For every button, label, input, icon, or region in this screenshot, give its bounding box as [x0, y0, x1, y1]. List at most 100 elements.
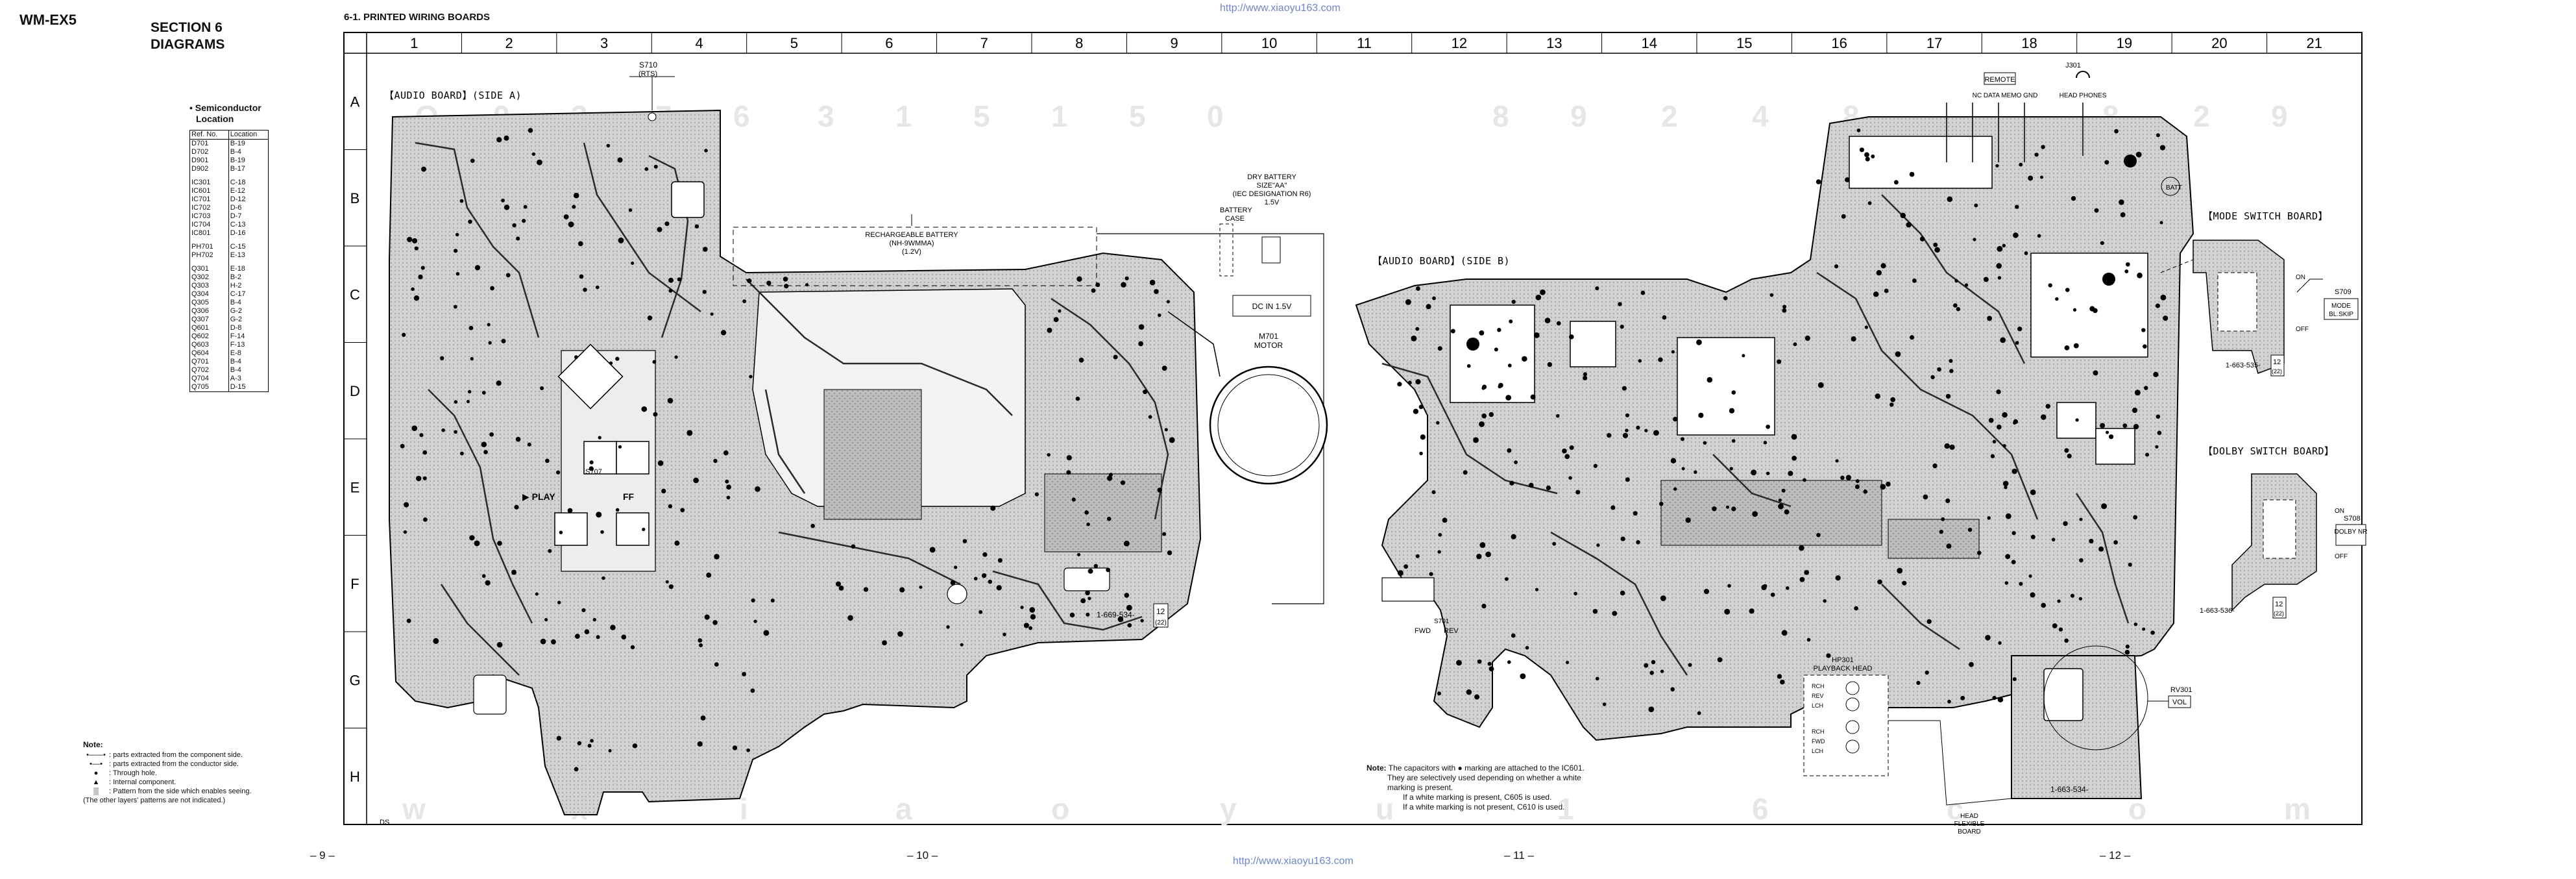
svg-text:5: 5: [973, 99, 990, 133]
dolby-switch-board: 【DOLBY SWITCH BOARD】 ON S708 DOLBY NR OF…: [2200, 445, 2367, 619]
note-item: ●: Through hole.: [83, 769, 252, 778]
board-ref-12-left: 12: [1156, 607, 1165, 616]
note-item: ▒: Pattern from the side which enables s…: [83, 787, 251, 796]
diagram-subtitle: 6-1. PRINTED WIRING BOARDS: [344, 12, 491, 23]
m701-label: M701: [1259, 332, 1278, 341]
dry-battery-size: SIZE"AA": [1257, 182, 1287, 190]
page-number-9: – 9 –: [310, 849, 335, 861]
s710-label: S710: [639, 60, 657, 69]
mode-ref-22: (22): [2272, 368, 2282, 375]
svg-text:0: 0: [1207, 99, 1224, 133]
pcb-mark: DS: [380, 819, 389, 826]
grid-column-label: 9: [1171, 35, 1178, 51]
vol-label: VOL: [2172, 699, 2187, 706]
svg-text:a: a: [895, 792, 912, 826]
capacitor-note: Note: The capacitors with ● marking are …: [1367, 763, 1613, 812]
battery-area: RECHARGEABLE BATTERY (NH-9WMMA) (1.2V) D…: [733, 173, 1324, 604]
grid-column-label: 18: [2021, 35, 2037, 51]
head-rev: REV: [1812, 693, 1824, 699]
hp301-label: HP301: [1832, 656, 1854, 664]
battery-case-label2: CASE: [1225, 215, 1245, 223]
ref-no: D902: [189, 165, 229, 173]
svg-text:w: w: [402, 792, 426, 826]
dry-battery-iec: (IEC DESIGNATION R6): [1233, 190, 1311, 198]
ref-no: IC801: [189, 229, 229, 238]
battery-case-label: BATTERY: [1220, 206, 1252, 214]
svg-text:6: 6: [1752, 792, 1769, 826]
rechargeable-label: RECHARGEABLE BATTERY: [865, 231, 958, 239]
ref-no: Q602: [189, 332, 229, 341]
playback-head-label: PLAYBACK HEAD: [1814, 665, 1873, 673]
grid-row-label: E: [350, 479, 360, 495]
rechargeable-voltage: (1.2V): [902, 248, 921, 256]
ref-no: Q307: [189, 316, 229, 324]
board-code-dolby: 1-663-536-: [2200, 607, 2235, 615]
ref-no: Q303: [189, 282, 229, 290]
head-flex-label3: BOARD: [1958, 828, 1981, 836]
page-number-11: – 11 –: [1504, 849, 1535, 861]
head-lch-fwd: LCH: [1812, 748, 1823, 754]
svg-text:6: 6: [733, 99, 750, 133]
svg-text:u: u: [1376, 792, 1394, 826]
url-bottom[interactable]: http://www.xiaoyu163.com: [1233, 856, 1354, 867]
grid-column-label: 7: [980, 35, 988, 51]
head-flex-label: HEAD: [1960, 813, 1978, 820]
fwd-label: FWD: [1415, 627, 1431, 635]
grid-row-label: A: [350, 93, 360, 110]
page-number-10: – 10 –: [907, 849, 938, 861]
svg-text:y: y: [1220, 792, 1237, 826]
location: B-19: [230, 156, 245, 164]
mode-label: MODE: [2331, 303, 2351, 310]
ref-no: Q601: [189, 324, 229, 332]
page-number-12: – 12 –: [2100, 849, 2131, 861]
grid-column-label: 17: [1926, 35, 1942, 51]
location: A-3: [230, 375, 241, 382]
location: D-6: [230, 204, 242, 212]
head-rch-fwd: RCH: [1812, 728, 1825, 735]
note-item: •——•: parts extracted from the component…: [83, 750, 252, 760]
audio-board-side-a: S707 ▶ PLAY FF DS 1-669-534- 12 (22): [380, 109, 1202, 826]
col-location: Location: [228, 130, 269, 140]
grid-column-label: 8: [1075, 35, 1083, 51]
svg-text:1: 1: [895, 99, 912, 133]
location: B-4: [230, 299, 241, 306]
audio-board-side-b: 1-663-534-: [1355, 116, 2194, 799]
location: G-2: [230, 316, 243, 323]
location: C-18: [230, 179, 246, 186]
note-symbol: ▲: [92, 778, 100, 786]
grid-column-label: 20: [2211, 35, 2227, 51]
svg-text:2: 2: [2193, 99, 2210, 133]
ref-no: Q604: [189, 349, 229, 358]
s707-label: S707: [585, 468, 602, 476]
head-lch-rev: LCH: [1812, 702, 1823, 709]
svg-text:8: 8: [1492, 99, 1509, 133]
ref-no: PH702: [189, 251, 229, 260]
section-name: DIAGRAMS: [151, 37, 225, 52]
url-top[interactable]: http://www.xiaoyu163.com: [1220, 3, 1341, 14]
cap-note-line5: If a white marking is not present, C610 …: [1403, 802, 1565, 811]
grid-column-label: 19: [2117, 35, 2132, 51]
notes-list: •——•: parts extracted from the component…: [83, 750, 252, 805]
remote-label: REMOTE: [1984, 76, 2015, 84]
svg-text:1: 1: [1557, 792, 1574, 826]
through-holes-a: [400, 128, 1175, 772]
location: B-4: [230, 358, 241, 365]
svg-text:9: 9: [1570, 99, 1587, 133]
location: D-7: [230, 212, 242, 220]
ref-no: Q306: [189, 307, 229, 316]
location: H-2: [230, 282, 242, 290]
svg-text:3: 3: [818, 99, 834, 133]
board-ref-22-left: (22): [1155, 619, 1167, 626]
